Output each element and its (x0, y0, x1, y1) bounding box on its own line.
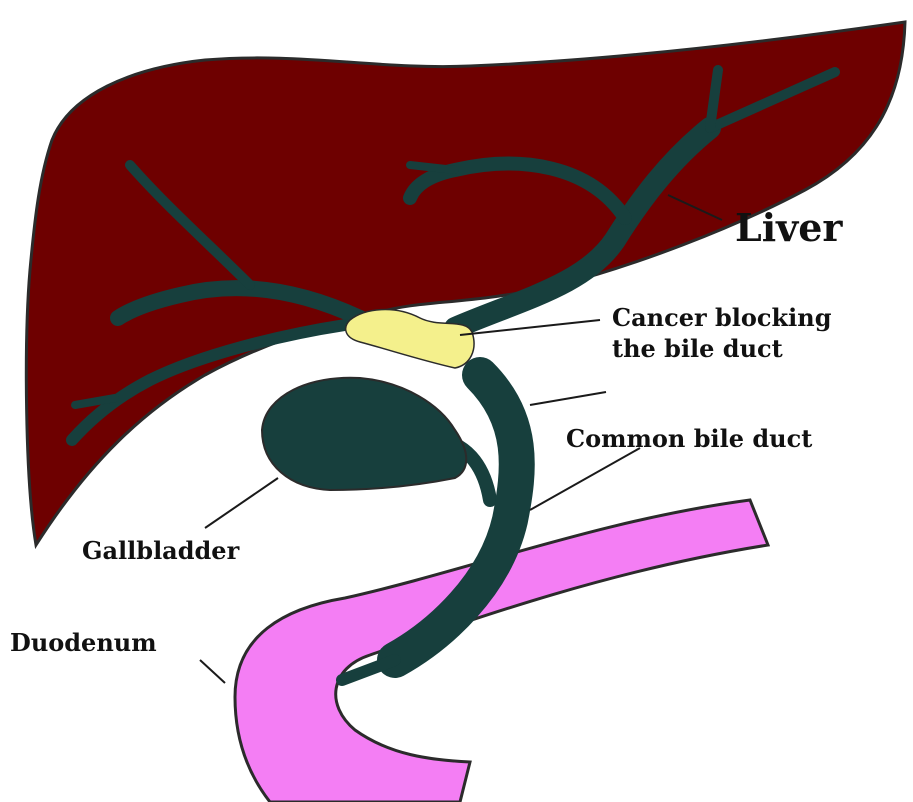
gallbladder-label: Gallbladder (82, 536, 239, 565)
cancer-label: Cancer blocking the bile duct (612, 302, 831, 364)
gallbladder-leader-line (205, 478, 278, 528)
cancer-label-line1: Cancer blocking (612, 302, 831, 333)
gallbladder-shape (262, 378, 466, 490)
common-bile-duct-label: Common bile duct (566, 424, 812, 453)
duodenum-leader-line (200, 660, 225, 683)
cbd-leader-line-top (530, 392, 606, 405)
cancer-label-line2: the bile duct (612, 333, 831, 364)
duodenum-label: Duodenum (10, 628, 157, 657)
liver-label: Liver (735, 205, 842, 250)
cbd-leader-line (530, 448, 640, 510)
